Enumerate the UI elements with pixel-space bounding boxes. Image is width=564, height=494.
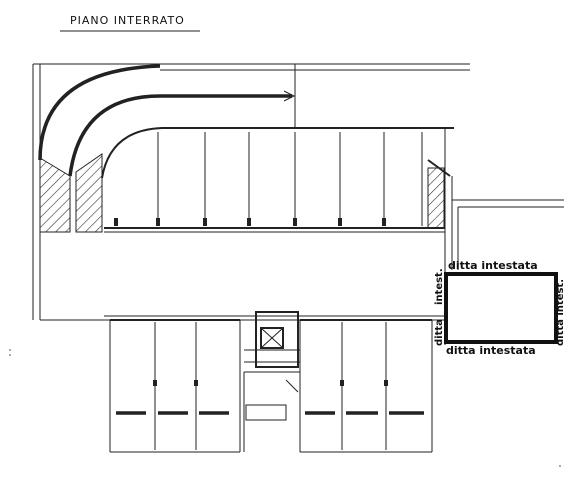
elevator-icon [260,327,284,349]
label-left: intest. [434,268,445,305]
lower-right-stalls [299,319,433,453]
ramp-hatch-right [75,153,103,233]
label-top: ditta intestata [448,259,538,272]
lower-left-stalls [109,319,241,453]
scan-marks [9,349,561,467]
ramp-hatch-left [39,157,71,233]
label-left-small: ditta [434,319,445,346]
central-aisle [40,232,446,345]
upper-stalls [104,128,451,233]
plan-title: PIANO INTERRATO [70,14,185,27]
label-right: ditta intest. [555,279,564,346]
ditta-intestata-room [444,272,558,344]
right-annex [451,176,564,270]
stair-core [243,311,300,452]
label-bottom: ditta intestata [446,344,536,357]
stair-upper [427,167,445,229]
ramp [38,64,454,233]
